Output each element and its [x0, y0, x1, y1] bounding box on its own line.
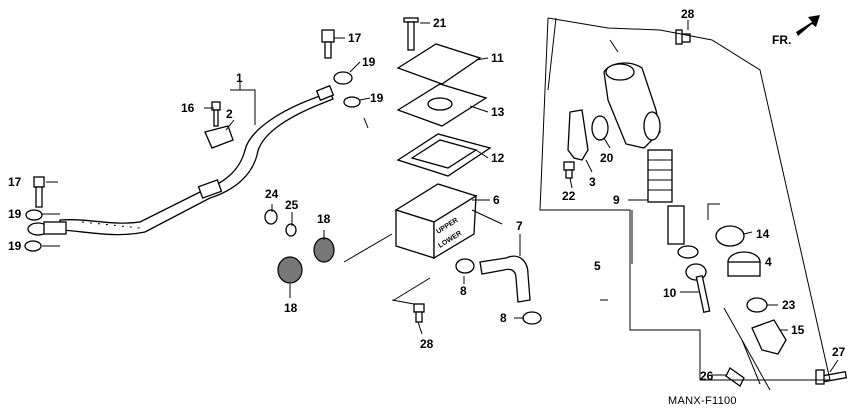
joint-3: [567, 109, 589, 161]
callout-7: 7: [516, 219, 523, 233]
snap-ring-14: [715, 225, 745, 247]
callout-9: 9: [613, 193, 620, 207]
callout-23: 23: [782, 298, 796, 312]
clamp-8-lower: [522, 311, 542, 325]
callout-5: 5: [594, 259, 601, 273]
grommet-18-upper: [313, 237, 335, 263]
callout-14: 14: [756, 227, 770, 241]
leader-lines: [42, 17, 839, 391]
callout-1: 1: [236, 71, 243, 85]
callout-18-lower: 18: [284, 301, 298, 315]
washer-19-left-upper: [25, 209, 43, 221]
callout-28-lower: 28: [420, 337, 434, 351]
reservoir-cap-11: [396, 43, 482, 85]
boot-4: [727, 251, 761, 277]
callout-17-left: 17: [8, 175, 22, 189]
callout-19-left-a: 19: [8, 207, 22, 221]
bolt-28-upper: [675, 29, 691, 45]
callout-13: 13: [491, 105, 505, 119]
callout-8-upper: 8: [460, 284, 467, 298]
callout-18-upper: 18: [317, 212, 331, 226]
reservoir-hose-7: [479, 255, 531, 303]
callout-10: 10: [663, 286, 677, 300]
callout-8-lower: 8: [500, 311, 507, 325]
reservoir-body-6: UPPER LOWER: [394, 183, 478, 260]
bolt-17-left: [33, 176, 45, 208]
callout-labels: 1 2 16 17 19 19 17 19 19 21 11 13 12 6 7…: [8, 7, 846, 383]
pin-27: [815, 369, 848, 385]
callout-26: 26: [700, 369, 714, 383]
washer-19-mid: [343, 96, 361, 108]
hose-clamp: [204, 101, 234, 149]
callout-11: 11: [491, 51, 504, 65]
callout-20: 20: [600, 151, 614, 165]
joint-15: [751, 319, 787, 355]
diagram-code: MANX-F1100: [668, 395, 737, 407]
callout-25: 25: [285, 198, 299, 212]
callout-4: 4: [765, 255, 772, 269]
brake-hose-assembly: [27, 84, 335, 236]
callout-22: 22: [562, 189, 576, 203]
callout-3: 3: [589, 175, 596, 189]
nut-23: [746, 297, 768, 313]
callout-19-left-b: 19: [8, 239, 22, 253]
callout-16: 16: [181, 101, 195, 115]
callout-12: 12: [491, 151, 505, 165]
screw-21: [403, 17, 419, 51]
grommet-18-lower: [277, 256, 303, 284]
screw-22: [563, 161, 575, 179]
callout-19-mid: 19: [370, 91, 384, 105]
callout-6: 6: [493, 193, 500, 207]
callout-27: 27: [832, 345, 846, 359]
callout-2: 2: [226, 107, 233, 121]
callout-15: 15: [791, 323, 805, 337]
callout-28-upper: 28: [681, 7, 695, 21]
piston-kit-9: [647, 149, 699, 259]
push-rod-10: [685, 263, 711, 314]
front-direction-indicator: FR.: [772, 15, 820, 47]
nut-24: [264, 209, 278, 225]
bolt-28-lower: [413, 303, 425, 323]
callout-19-upper: 19: [362, 55, 376, 69]
callout-17-upper: 17: [348, 31, 362, 45]
bolt-17-upper: [321, 29, 335, 59]
washer-19-upper: [333, 71, 353, 85]
front-direction-label: FR.: [772, 33, 791, 47]
cotter-pin-26: [725, 367, 745, 387]
washer-19-left-lower: [24, 240, 42, 252]
washer-25: [285, 223, 297, 237]
callout-24: 24: [265, 187, 279, 201]
clamp-8-upper: [455, 258, 475, 274]
master-cylinder-body: [603, 62, 661, 149]
front-arrow-icon: [796, 15, 820, 36]
oring-20: [591, 115, 609, 141]
callout-21: 21: [433, 16, 447, 30]
